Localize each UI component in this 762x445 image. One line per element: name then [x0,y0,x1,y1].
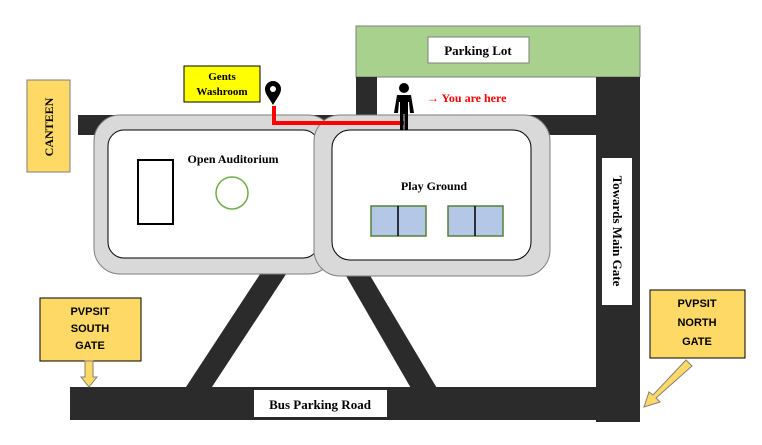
towards-main-gate-box [602,158,632,305]
open-auditorium-label: Open Auditorium [187,152,278,166]
north-gate-label-line1: PVPSIT [677,298,716,310]
north-gate-box [649,289,746,359]
north-gate-label-line3: GATE [682,336,712,348]
gents-washroom-label-line2: Washroom [196,86,247,98]
north-gate-label-line2: NORTH [677,317,716,329]
canteen-label: CANTEEN [42,97,56,156]
road-diagonal-right [338,262,438,390]
auditorium-stage [137,159,174,225]
parking-lot-label: Parking Lot [444,43,512,58]
parking-lot-label-box [427,36,530,64]
canteen-box [26,79,71,173]
you-are-here-label: → You are here [427,91,507,105]
road-parking-left [356,77,377,117]
south-gate-label-line3: GATE [75,340,105,352]
arrow-down-left-icon [643,359,693,408]
route-path [272,106,404,125]
location-pin-icon [265,81,281,105]
bus-parking-road-label-box [254,390,387,417]
playground-inner [331,129,532,261]
south-gate-box [39,297,142,362]
auditorium-circle [215,176,249,210]
person-icon [394,83,414,130]
play-ground-label: Play Ground [401,179,467,193]
bus-parking-road-label: Bus Parking Road [269,397,372,412]
road-diagonal-left [184,262,294,390]
south-gate-label-line1: PVPSIT [70,306,109,318]
south-gate-label-line2: SOUTH [71,323,110,335]
arrow-down-icon [79,360,99,388]
gents-washroom-box [183,65,261,103]
gents-washroom-label-line1: Gents [208,71,236,83]
towards-main-gate-label: Towards Main Gate [610,176,625,287]
